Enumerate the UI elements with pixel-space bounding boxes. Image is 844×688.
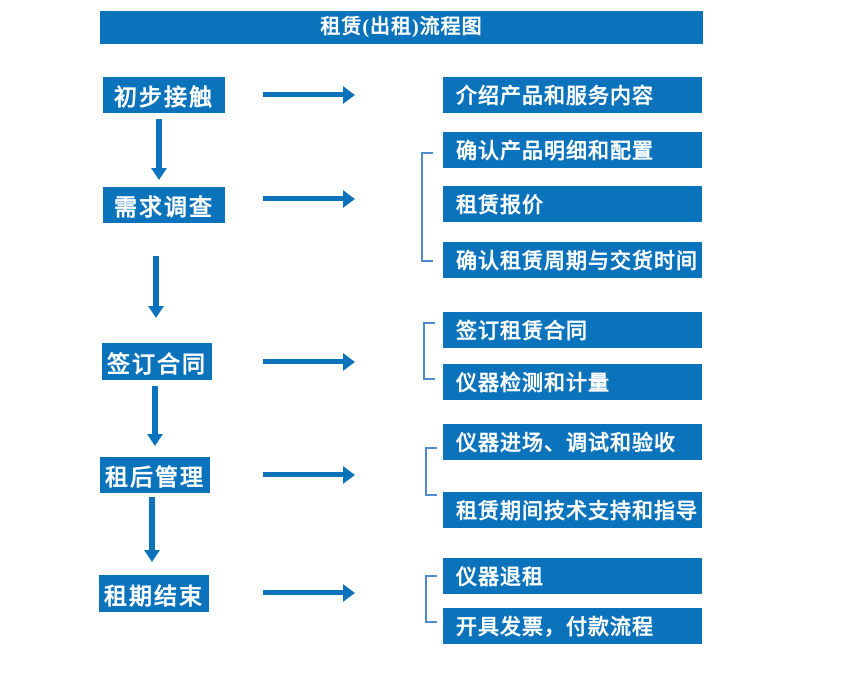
detail-box: 确认租赁周期与交货时间 [443,242,702,278]
detail-box: 签订租赁合同 [443,312,702,348]
arrow-stem [263,472,344,477]
process-step-box: 租期结束 [99,575,209,612]
arrow-head [151,168,167,180]
arrow-stem [263,590,344,595]
group-bracket [421,152,433,262]
detail-box: 开具发票，付款流程 [443,608,702,644]
arrow-stem [153,256,159,307]
detail-box: 介绍产品和服务内容 [443,77,702,113]
right-arrow-icon [263,584,355,602]
detail-box: 租赁期间技术支持和指导 [443,492,702,528]
down-arrow-icon [144,497,160,562]
arrow-head [343,466,355,484]
process-step-box: 签订合同 [102,343,212,380]
arrow-head [148,306,164,318]
arrow-stem [152,386,158,435]
right-arrow-icon [263,190,355,208]
arrow-head [343,86,355,104]
arrow-head [144,550,160,562]
group-bracket [425,575,437,623]
process-step-box: 需求调查 [103,187,225,223]
right-arrow-icon [263,466,355,484]
down-arrow-icon [147,386,163,446]
arrow-stem [263,359,344,364]
arrow-stem [263,92,344,97]
down-arrow-icon [151,119,167,180]
process-step-box: 租后管理 [100,457,210,493]
arrow-stem [263,196,344,201]
arrow-head [343,584,355,602]
right-arrow-icon [263,86,355,104]
group-bracket [423,322,435,380]
down-arrow-icon [148,256,164,318]
detail-box: 仪器进场、调试和验收 [443,424,702,460]
arrow-head [147,434,163,446]
flowchart-title: 租赁(出租)流程图 [100,11,703,44]
arrow-stem [149,497,155,551]
right-arrow-icon [263,353,355,371]
arrow-stem [156,119,162,169]
detail-box: 仪器退租 [443,558,702,594]
detail-box: 确认产品明细和配置 [443,132,702,168]
detail-box: 仪器检测和计量 [443,364,702,400]
group-bracket [425,447,437,496]
arrow-head [343,353,355,371]
arrow-head [343,190,355,208]
detail-box: 租赁报价 [443,186,702,222]
process-step-box: 初步接触 [103,77,225,113]
